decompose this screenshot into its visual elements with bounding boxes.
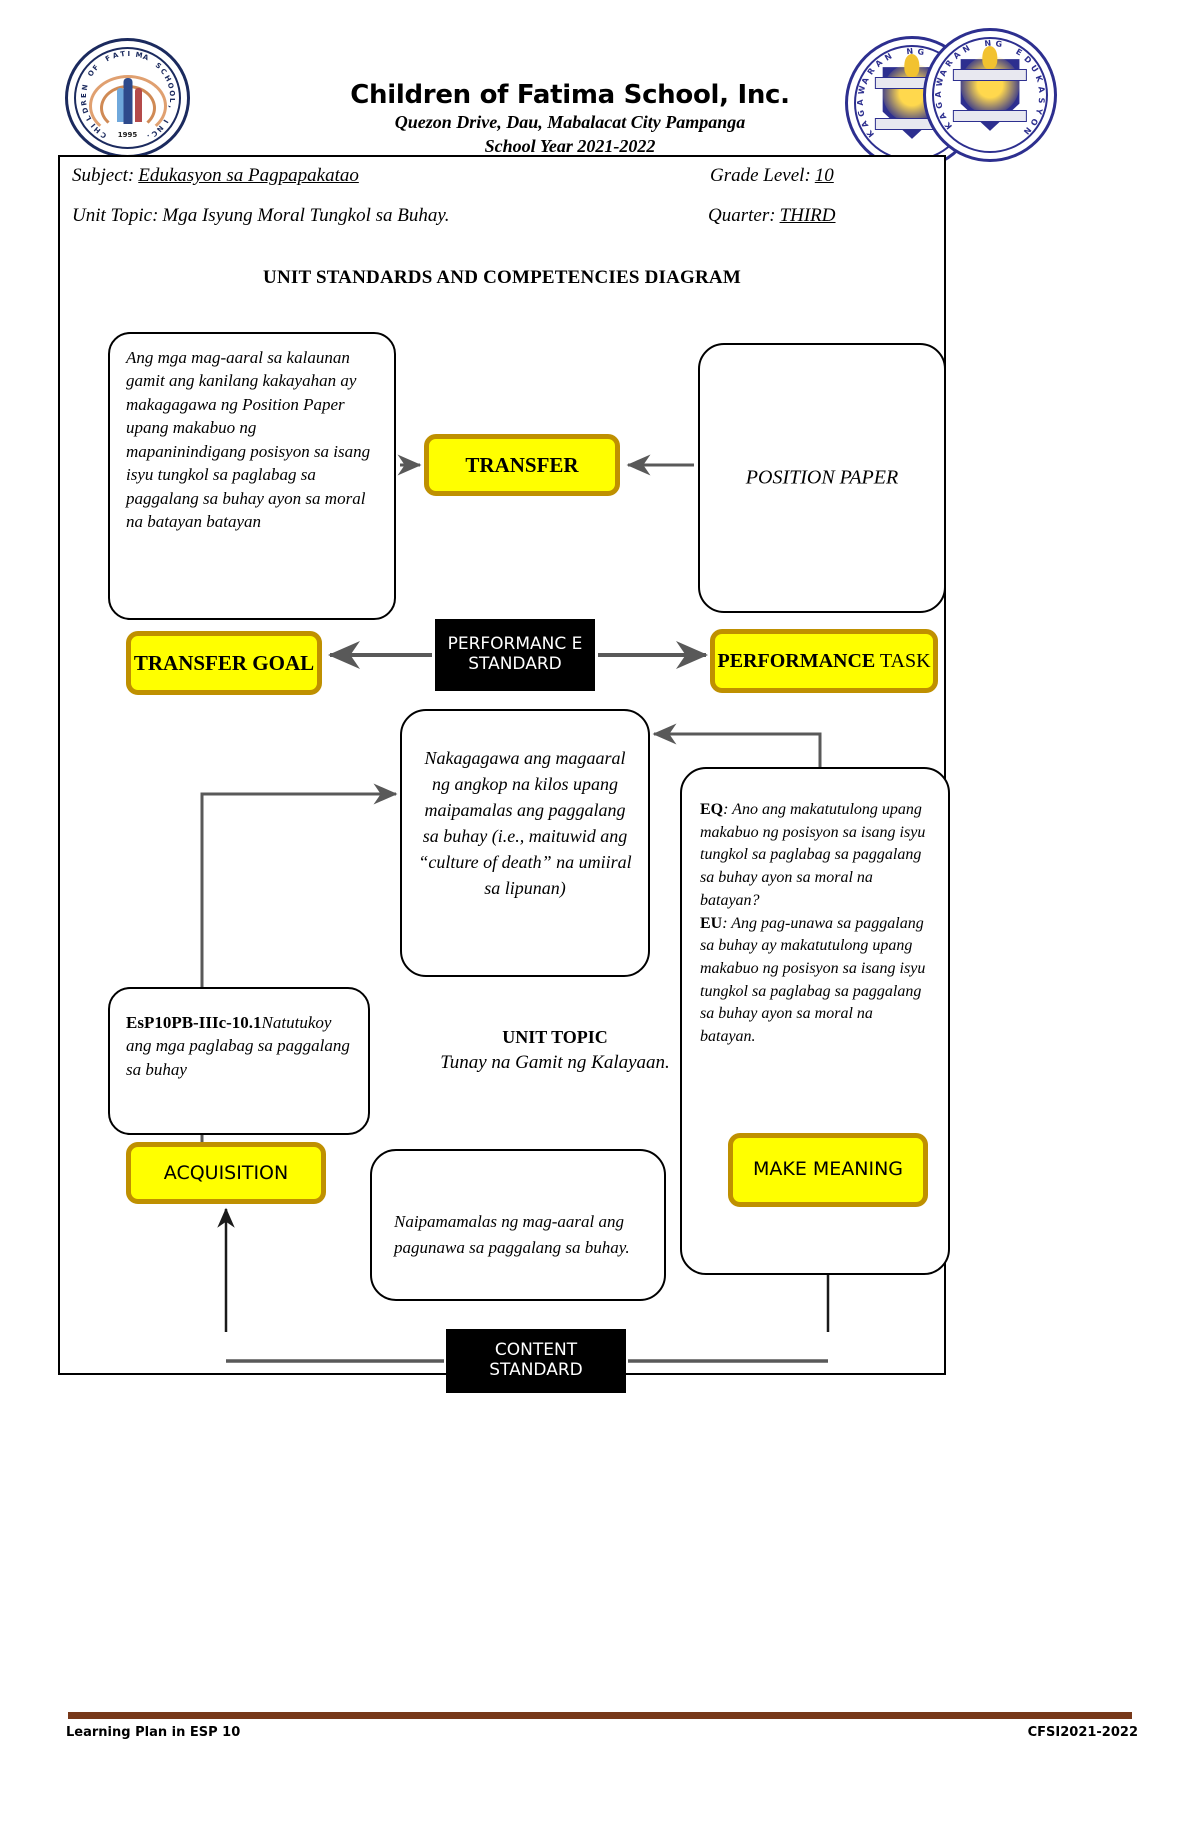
subject-value: Edukasyon sa Pagpapakatao — [138, 165, 359, 186]
quarter-label: Quarter: — [708, 205, 776, 226]
performance-task-label-bold: PERFORMANCE — [717, 649, 876, 672]
eu-text: : Ang pag-unawa sa paggalang sa buhay ay… — [700, 914, 926, 1046]
footer-divider — [68, 1712, 1132, 1719]
transfer-description-text: Ang mga mag-aaral sa kalaunan gamit ang … — [126, 348, 371, 532]
unit-topic-block: UNIT TOPIC Tunay na Gamit ng Kalayaan. — [410, 1027, 700, 1074]
content-standard-node[interactable]: CONTENT STANDARD — [446, 1329, 626, 1393]
position-paper-box: POSITION PAPER — [698, 343, 946, 613]
subject-label: Subject: — [72, 165, 135, 186]
performance-standard-description-box: Nakagagawa ang magaaral ng angkop na kil… — [400, 709, 650, 977]
crest-year-label: 1995 — [117, 131, 138, 139]
quarter-value: THIRD — [779, 205, 836, 226]
diagram-title: UNIT STANDARDS AND COMPETENCIES DIAGRAM — [263, 267, 741, 288]
acquisition-label: ACQUISITION — [163, 1162, 289, 1184]
eq-label: EQ — [700, 801, 724, 818]
unit-topic-value: Mga Isyung Moral Tungkol sa Buhay. — [162, 205, 450, 226]
make-meaning-label: MAKE MEANING — [752, 1158, 904, 1181]
performance-standard-label: PERFORMANC E STANDARD — [447, 634, 583, 674]
grade-level-value: 10 — [814, 165, 834, 186]
school-name: Children of Fatima School, Inc. — [350, 80, 790, 110]
grade-level-row: Grade Level: 10 — [710, 165, 934, 187]
unit-topic-text: Tunay na Gamit ng Kalayaan. — [440, 1052, 670, 1073]
content-standard-description-box: Naipamamalas ng mag-aaral ang pagunawa s… — [370, 1149, 666, 1301]
transfer-node[interactable]: TRANSFER — [424, 434, 620, 496]
transfer-description-box: Ang mga mag-aaral sa kalaunan gamit ang … — [108, 332, 396, 620]
school-year: School Year 2021-2022 — [484, 136, 656, 156]
unit-topic-row: Unit Topic: Mga Isyung Moral Tungkol sa … — [72, 205, 934, 227]
performance-task-node[interactable]: PERFORMANCE TASK — [710, 629, 938, 693]
transfer-label: TRANSFER — [465, 452, 579, 477]
content-standard-description-text: Naipamamalas ng mag-aaral ang pagunawa s… — [394, 1212, 630, 1257]
transfer-goal-label: TRANSFER GOAL — [133, 650, 315, 675]
performance-standard-node[interactable]: PERFORMANC E STANDARD — [435, 619, 595, 691]
school-address: Quezon Drive, Dau, Mabalacat City Pampan… — [394, 112, 746, 132]
footer-left-text: Learning Plan in ESP 10 — [66, 1725, 241, 1740]
unit-standards-diagram: Ang mga mag-aaral sa kalaunan gamit ang … — [60, 157, 950, 1393]
subject-row: Subject: Edukasyon sa Pagpapakatao — [72, 165, 934, 187]
grade-level-label: Grade Level: — [710, 165, 811, 186]
competency-code: EsP10PB-IIIc-10.1 — [126, 1013, 262, 1032]
unit-topic-label: Unit Topic: — [72, 205, 159, 226]
transfer-goal-node[interactable]: TRANSFER GOAL — [126, 631, 322, 695]
footer-right-text: CFSI2021-2022 — [1027, 1725, 1138, 1740]
eu-label: EU — [700, 914, 723, 932]
quarter-row: Quarter: THIRD — [708, 205, 934, 227]
performance-standard-description-text: Nakagagawa ang magaaral ng angkop na kil… — [418, 748, 632, 899]
content-standard-label: CONTENT STANDARD — [489, 1340, 583, 1380]
make-meaning-node[interactable]: MAKE MEANING — [728, 1133, 928, 1207]
competency-text: Natutukoy ang mga paglabag sa paggalang … — [126, 1013, 350, 1079]
eq-text: : Ano ang makatutulong upang makabuo ng … — [700, 801, 926, 909]
lesson-plan-frame: Subject: Edukasyon sa Pagpapakatao Grade… — [58, 155, 950, 1393]
acquisition-node[interactable]: ACQUISITION — [126, 1142, 326, 1204]
performance-task-label-rest: TASK — [875, 649, 931, 672]
competency-box: EsP10PB-IIIc-10.1Natutukoy ang mga pagla… — [108, 987, 370, 1135]
unit-topic-heading: UNIT TOPIC — [502, 1027, 608, 1047]
position-paper-label: POSITION PAPER — [745, 466, 899, 489]
